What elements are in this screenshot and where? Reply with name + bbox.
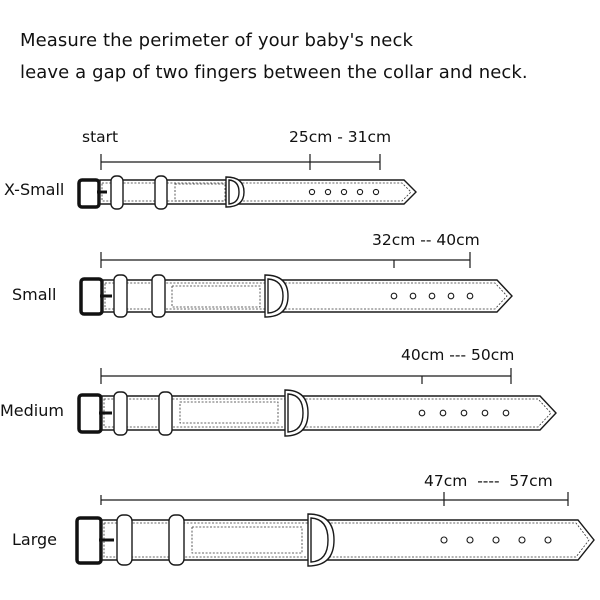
keeper-loop-icon — [116, 514, 133, 566]
strap-icon — [102, 279, 513, 313]
small-collar-icon — [79, 274, 513, 318]
instruction-line-2: leave a gap of two fingers between the c… — [20, 62, 528, 83]
small-range-label: 32cm -- 40cm — [372, 231, 480, 249]
buckle-icon — [77, 393, 103, 434]
instruction-line-1: Measure the perimeter of your baby's nec… — [20, 30, 413, 51]
strap-holes — [418, 409, 510, 417]
medium-range-label: 40cm --- 50cm — [401, 346, 515, 364]
strap-icon — [101, 519, 595, 561]
large-range-label: 47cm ---- 57cm — [424, 472, 553, 490]
buckle-icon — [75, 516, 103, 565]
buckle-icon — [77, 178, 101, 209]
keeper-loop-icon — [168, 514, 185, 566]
small-size-label: Small — [12, 285, 57, 304]
strap-icon — [101, 395, 557, 431]
strap-holes — [308, 188, 380, 196]
keeper-loop-icon — [154, 175, 168, 210]
keeper-loop-icon — [110, 175, 124, 210]
keeper-loop-icon — [158, 391, 173, 436]
medium-size-label: Medium — [0, 401, 64, 420]
keeper-loop-icon — [113, 274, 128, 318]
xsmall-range-label: 25cm - 31cm — [289, 128, 392, 146]
strap-holes — [440, 536, 552, 544]
buckle-icon — [79, 277, 104, 316]
keeper-loop-icon — [113, 391, 128, 436]
large-size-label: Large — [12, 530, 58, 549]
strap-icon — [99, 179, 417, 205]
keeper-loop-icon — [151, 274, 166, 318]
large-collar-icon — [75, 513, 595, 567]
xsmall-collar-icon — [77, 175, 417, 210]
start-label: start — [82, 128, 119, 146]
strap-holes — [390, 292, 474, 300]
medium-collar-icon — [77, 389, 557, 437]
xsmall-size-label: X-Small — [4, 180, 65, 199]
